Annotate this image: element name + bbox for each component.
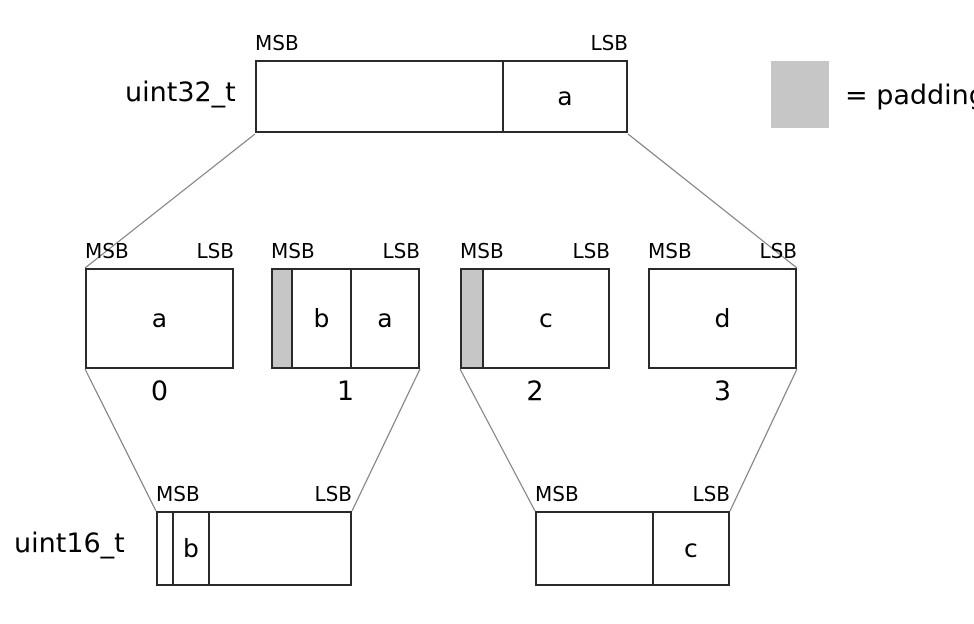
- byte-3-lsb-label: LSB: [759, 239, 797, 263]
- uint16-high-lsb-label: LSB: [692, 482, 730, 506]
- uint32-word-lsb-label: LSB: [590, 31, 628, 55]
- byte-2: c: [460, 268, 610, 369]
- uint16-type-label: uint16_t: [14, 528, 125, 559]
- uint16-high-cell-1-c: c: [652, 513, 728, 584]
- uint16-low-cell-0-empty: [158, 513, 172, 584]
- uint16-low: b: [156, 511, 352, 586]
- uint32-word-msb-label: MSB: [255, 31, 299, 55]
- padding-legend-label: = padding: [845, 80, 974, 111]
- uint32-word-cell-0-empty: [257, 62, 502, 131]
- byte-2-cell-0-padding: [462, 270, 482, 367]
- uint32-word: a: [255, 60, 628, 133]
- byte-2-msb-label: MSB: [460, 239, 504, 263]
- byte-1-cell-0-padding: [273, 270, 291, 367]
- uint32-word-cell-1-a: a: [502, 62, 626, 131]
- byte-0-msb-label: MSB: [85, 239, 129, 263]
- byte-2-cell-1-c: c: [482, 270, 608, 367]
- byte-0-lsb-label: LSB: [196, 239, 234, 263]
- uint32-type-label: uint32_t: [125, 77, 236, 108]
- byte-2-index-label: 2: [526, 376, 544, 407]
- byte-1-msb-label: MSB: [271, 239, 315, 263]
- byte-1-cell-1-b: b: [291, 270, 350, 367]
- byte-0-cell-0-a: a: [87, 270, 232, 367]
- uint16-low-msb-label: MSB: [156, 482, 200, 506]
- uint16-low-cell-2-empty: [208, 513, 350, 584]
- byte-3-msb-label: MSB: [648, 239, 692, 263]
- byte-2-lsb-label: LSB: [572, 239, 610, 263]
- uint16-high-msb-label: MSB: [535, 482, 579, 506]
- uint16-low-cell-1-b: b: [172, 513, 208, 584]
- uint16-low-lsb-label: LSB: [314, 482, 352, 506]
- byte-0: a: [85, 268, 234, 369]
- uint16-high-cell-0-empty: [537, 513, 652, 584]
- byte-0-index-label: 0: [150, 376, 169, 407]
- byte-1-index-label: 1: [336, 376, 355, 407]
- byte-3-cell-0-d: d: [650, 270, 795, 367]
- padding-swatch: [771, 61, 829, 128]
- byte-1-lsb-label: LSB: [382, 239, 420, 263]
- uint16-high: c: [535, 511, 730, 586]
- byte-3: d: [648, 268, 797, 369]
- byte-3-index-label: 3: [713, 376, 732, 407]
- byte-1-cell-2-a: a: [350, 270, 418, 367]
